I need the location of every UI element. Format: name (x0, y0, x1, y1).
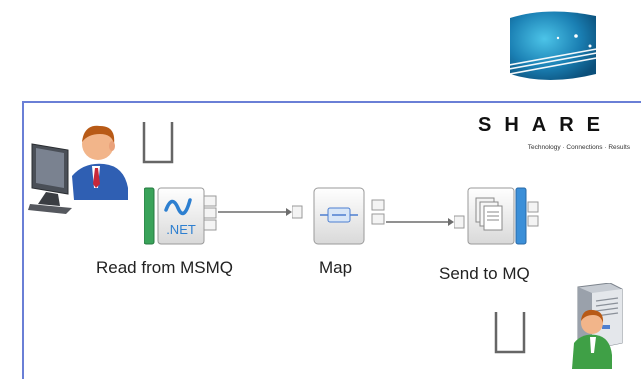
frame-left-border (22, 101, 24, 379)
node-read-from-msmq[interactable]: .NET (144, 186, 222, 248)
user-server-icon (552, 282, 632, 369)
share-tagline: Technology · Connections · Results (527, 144, 630, 151)
node-label-send-to-mq: Send to MQ (439, 264, 530, 283)
user-computer-icon (28, 118, 133, 218)
frame-top-border (22, 101, 641, 103)
node-send-to-mq[interactable] (454, 186, 540, 248)
share-brand: SHARE (478, 114, 614, 136)
ibm-globe-logo-icon (478, 6, 628, 86)
dotnet-icon-text: .NET (166, 222, 196, 237)
msmq-queue-icon (140, 120, 176, 166)
node-map[interactable] (292, 186, 388, 248)
mq-queue-icon (492, 310, 528, 356)
node-label-read-from-msmq: Read from MSMQ (96, 258, 233, 277)
node-label-map: Map (319, 258, 353, 277)
